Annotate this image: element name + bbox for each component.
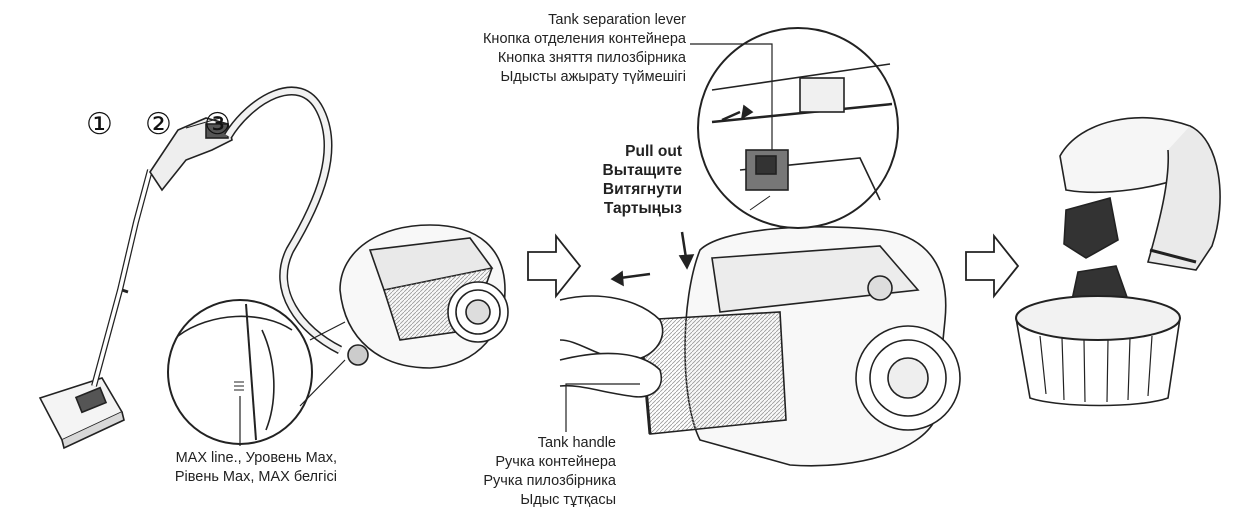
lever-label-en: Tank separation lever (548, 12, 686, 28)
arrow-right-icon (527, 233, 582, 299)
tank-handle-label: Tank handle Ручка контейнера Ручка пилоз… (420, 434, 616, 510)
lever-label-ru: Кнопка отделения контейнера (482, 31, 686, 47)
tank-handle-kk: Ыдыс тұтқасы (520, 492, 616, 508)
lever-label-uk: Кнопка зняття пилозбірника (497, 50, 686, 66)
empty-into-bin-illustration (1015, 116, 1221, 407)
pull-out-label: Pull out Вытащите Витягнути Тартыңыз (560, 142, 682, 218)
max-line-label-line1: MAX line., Уровень Max, (175, 450, 337, 466)
tank-handle-en: Tank handle (537, 435, 616, 451)
pull-out-ru: Вытащите (602, 162, 682, 179)
step-marker-1: ① (86, 108, 113, 141)
step-marker-3: ③ (204, 108, 231, 141)
tank-handle-uk: Ручка пилозбірника (483, 473, 616, 489)
step-marker-2: ② (145, 108, 172, 141)
tank-separation-lever-label: Tank separation lever Кнопка отделения к… (380, 11, 686, 87)
pull-out-en: Pull out (625, 143, 682, 160)
pull-out-kk: Тартыңыз (603, 200, 682, 217)
tank-handle-ru: Ручка контейнера (495, 454, 616, 470)
vacuum-cleaner-full-illustration (38, 86, 509, 450)
max-line-label: MAX line., Уровень Max, Рівень Max, MAX … (112, 449, 337, 487)
pull-out-uk: Витягнути (602, 181, 682, 198)
lever-label-kk: Ыдысты ажырату түймешігі (500, 69, 686, 85)
arrow-right-icon (965, 233, 1020, 299)
lever-magnifier (697, 27, 899, 229)
max-line-label-line2: Рівень Max, MAX белгісі (174, 469, 337, 485)
tank-removal-illustration (559, 27, 961, 467)
